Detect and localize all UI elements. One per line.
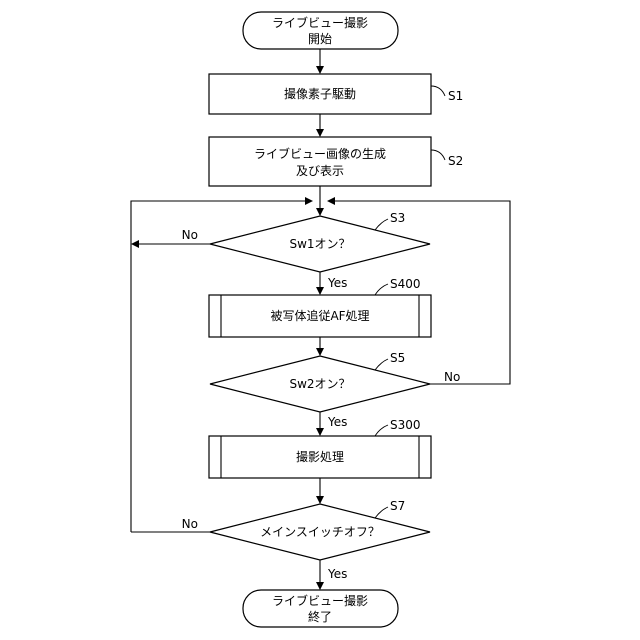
s7-yes-label: Yes <box>327 567 347 581</box>
s3-ref: S3 <box>390 211 405 225</box>
s3-no-label: No <box>182 228 198 242</box>
s5-ref: S5 <box>390 351 405 365</box>
end-label-line1: ライブビュー撮影 <box>272 593 368 608</box>
s2-label-line1: ライブビュー画像の生成 <box>254 146 386 161</box>
s1-label: 撮像素子駆動 <box>284 87 356 101</box>
s5-yes-label: Yes <box>327 415 347 429</box>
s1-ref: S1 <box>448 89 463 103</box>
s5-leader <box>375 359 388 370</box>
s2-leader <box>431 150 445 160</box>
decision-s7: メインスイッチオフ？ S7 No Yes <box>182 499 430 581</box>
s7-ref: S7 <box>390 499 405 513</box>
start-label-line1: ライブビュー撮影 <box>272 15 368 30</box>
s2-ref: S2 <box>448 154 463 168</box>
s2-box <box>209 137 431 186</box>
s300-ref: S300 <box>390 418 421 432</box>
end-terminal: ライブビュー撮影 終了 <box>243 590 398 627</box>
start-label-line2: 開始 <box>308 32 332 46</box>
s300-label: 撮影処理 <box>296 450 344 464</box>
s400-ref: S400 <box>390 277 421 291</box>
decision-s5: Sw2オン？ S5 No Yes <box>210 351 460 429</box>
s400-leader <box>375 284 388 295</box>
start-terminal: ライブビュー撮影 開始 <box>243 12 398 49</box>
s2-label-line2: 及び表示 <box>296 164 344 178</box>
s300-leader <box>375 425 388 436</box>
s5-label: Sw2オン？ <box>289 377 350 391</box>
end-label-line2: 終了 <box>308 609 332 624</box>
s3-yes-label: Yes <box>327 276 347 290</box>
step-s1: 撮像素子駆動 S1 <box>209 74 463 114</box>
step-s2: ライブビュー画像の生成 及び表示 S2 <box>209 137 463 186</box>
s7-leader <box>375 507 388 518</box>
s3-label: Sw1オン？ <box>289 237 350 251</box>
s1-leader <box>431 86 445 96</box>
s7-no-label: No <box>182 517 198 531</box>
s7-label: メインスイッチオフ？ <box>260 525 380 539</box>
s5-no-label: No <box>444 370 460 384</box>
s400-label: 被写体追従AF処理 <box>270 308 369 323</box>
s3-leader <box>375 219 388 230</box>
